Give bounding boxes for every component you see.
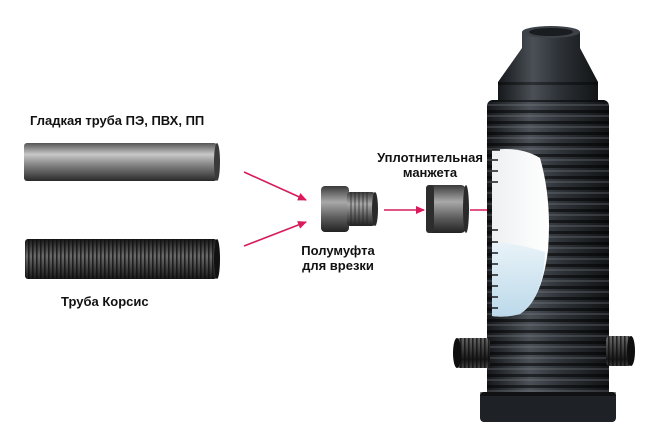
seal-collar-label-line1: Уплотнительная xyxy=(377,150,483,165)
half-coupling-label-line2: для врезки xyxy=(302,258,374,273)
seal-collar-label: Уплотнительная манжета xyxy=(370,150,490,180)
seal-collar-label-line2: манжета xyxy=(402,165,458,180)
corrugated-well xyxy=(453,26,635,422)
arrow-smooth-to-coupling xyxy=(243,171,307,201)
korsis-corrugated-pipe xyxy=(25,239,220,279)
arrow-korsis-to-coupling xyxy=(243,221,307,247)
half-coupling-label: Полумуфта для врезки xyxy=(288,243,388,273)
smooth-pipe xyxy=(24,143,220,181)
half-coupling-fitting xyxy=(321,186,378,232)
sealing-collar xyxy=(426,185,469,233)
half-coupling-label-line1: Полумуфта xyxy=(301,243,375,258)
korsis-pipe-label: Труба Корсис xyxy=(61,294,149,309)
smooth-pipe-label: Гладкая труба ПЭ, ПВХ, ПП xyxy=(30,113,205,128)
